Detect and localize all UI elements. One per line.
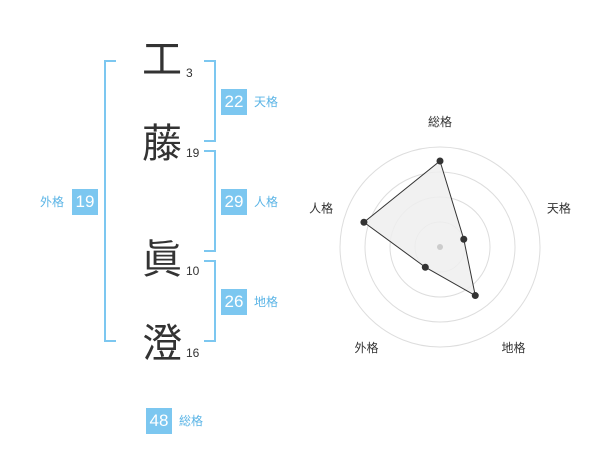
tenkaku-label: 天格 bbox=[254, 95, 279, 109]
tenkaku-bracket bbox=[204, 60, 216, 142]
chikaku-bracket bbox=[204, 260, 216, 342]
name-char-2: 藤 bbox=[142, 121, 182, 167]
stroke-count-4: 16 bbox=[186, 346, 200, 360]
radar-axis-label-4: 外格 bbox=[355, 340, 379, 355]
radar-point-1 bbox=[436, 157, 444, 165]
radar-axis-label-3: 地格 bbox=[501, 340, 525, 355]
radar-axis-label-2: 天格 bbox=[547, 200, 571, 215]
name-char-4: 澄 bbox=[142, 321, 182, 367]
jinkaku-bracket bbox=[204, 150, 216, 252]
name-char-3: 眞 bbox=[142, 237, 182, 283]
radar-axis-label-5: 人格 bbox=[309, 200, 333, 215]
jinkaku-label: 人格 bbox=[254, 195, 279, 209]
name-char-1: 工 bbox=[142, 37, 182, 83]
chikaku-label: 地格 bbox=[254, 295, 279, 309]
gaikaku-value: 19 bbox=[72, 189, 98, 215]
stroke-count-3: 10 bbox=[186, 264, 200, 278]
radar-axis-label-1: 総格 bbox=[428, 114, 452, 129]
radar-point-5 bbox=[360, 218, 368, 226]
soukaku-label: 総格 bbox=[179, 414, 204, 428]
tenkaku-value: 22 bbox=[221, 89, 247, 115]
soukaku-value: 48 bbox=[146, 408, 172, 434]
gaikaku-bracket bbox=[104, 60, 116, 342]
radar-center-dot bbox=[437, 244, 443, 250]
radar-point-3 bbox=[471, 292, 479, 300]
jinkaku-value: 29 bbox=[221, 189, 247, 215]
stroke-count-1: 3 bbox=[186, 66, 193, 80]
radar-grid-ring-4 bbox=[339, 146, 541, 348]
gaikaku-label: 外格 bbox=[40, 195, 65, 209]
chikaku-value: 26 bbox=[221, 289, 247, 315]
stroke-count-2: 19 bbox=[186, 146, 200, 160]
radar-point-4 bbox=[421, 263, 429, 271]
radar-data-area bbox=[363, 160, 476, 297]
radar-point-2 bbox=[460, 235, 468, 243]
